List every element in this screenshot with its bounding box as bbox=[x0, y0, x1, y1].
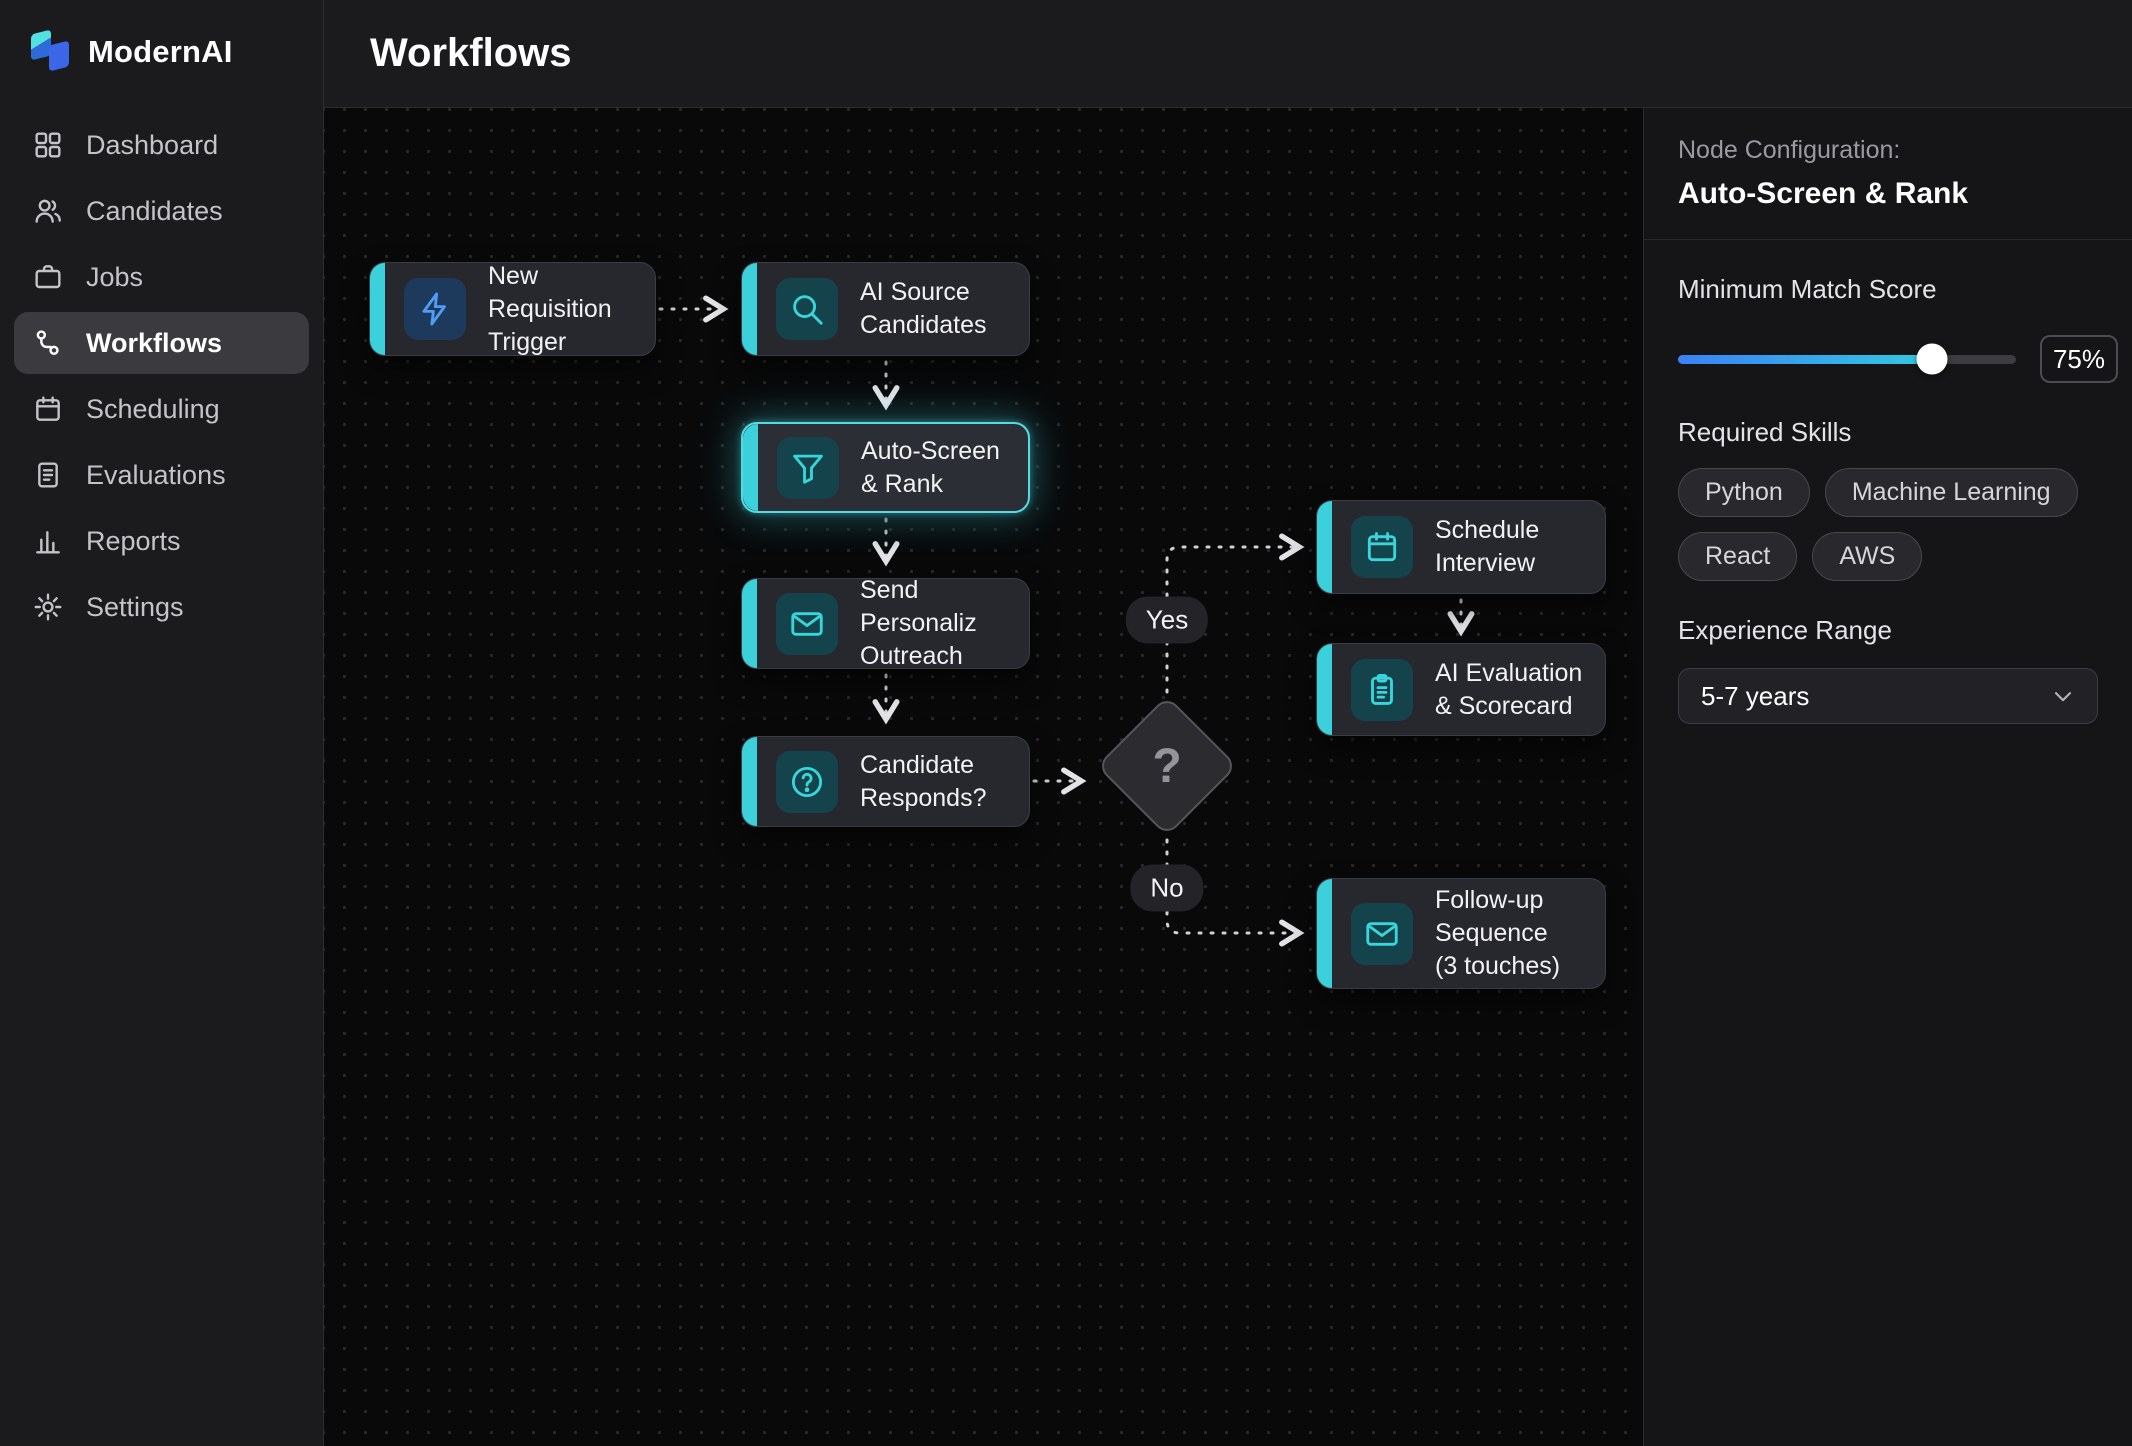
mail-icon bbox=[1366, 921, 1398, 946]
slider-fill bbox=[1678, 354, 1932, 364]
sidebar-item-candidates[interactable]: Candidates bbox=[14, 180, 309, 242]
node-send-personalized-outreach[interactable]: Send Personaliz Outreach bbox=[741, 576, 1030, 670]
node-label: AI Evaluation & Scorecard bbox=[1435, 658, 1583, 720]
sidebar-item-workflows[interactable]: Workflows bbox=[14, 312, 309, 374]
node-accent-bar bbox=[742, 263, 757, 355]
node-auto-screen-rank[interactable]: Auto-Screen & Rank bbox=[741, 422, 1030, 513]
node-label: AI Source Candidates bbox=[860, 278, 987, 339]
candidates-icon bbox=[35, 199, 61, 223]
experience-value: 5-7 years bbox=[1701, 680, 1810, 711]
edge-label-no: No bbox=[1130, 864, 1204, 912]
node-icon-tile bbox=[1351, 516, 1413, 578]
gear-icon bbox=[34, 593, 62, 621]
search-icon bbox=[793, 295, 823, 325]
calendar-icon bbox=[36, 396, 60, 421]
experience-dropdown[interactable]: 5-7 years bbox=[1678, 668, 2098, 724]
sidebar-item-dashboard[interactable]: Dashboard bbox=[14, 114, 309, 176]
node-schedule-interview[interactable]: Schedule Interview bbox=[1316, 500, 1606, 594]
page-header: Workflows bbox=[324, 0, 2132, 108]
sidebar-item-evaluations[interactable]: Evaluations bbox=[14, 444, 309, 506]
skills-chips: Python Machine Learning React AWS bbox=[1678, 468, 2118, 581]
node-label: Follow-up Sequence (3 touches) bbox=[1435, 886, 1561, 980]
node-ai-evaluation-scorecard[interactable]: AI Evaluation & Scorecard bbox=[1316, 643, 1606, 736]
node-icon-tile bbox=[777, 436, 839, 499]
sidebar-item-label: Settings bbox=[86, 591, 184, 622]
workflow-canvas[interactable]: New Requisition Trigger AI Source Candid… bbox=[324, 108, 1643, 1446]
node-icon-tile bbox=[776, 592, 838, 655]
sidebar-item-label: Reports bbox=[86, 525, 181, 556]
mail-icon bbox=[791, 611, 823, 636]
node-accent-bar bbox=[742, 579, 757, 668]
help-circle-icon bbox=[791, 766, 823, 797]
edge-label-yes: Yes bbox=[1125, 596, 1209, 644]
node-accent-bar bbox=[1317, 501, 1332, 593]
match-score-slider[interactable] bbox=[1678, 343, 2016, 375]
chevron-down-icon bbox=[2054, 692, 2072, 702]
node-accent-bar bbox=[1317, 879, 1332, 988]
sidebar-item-reports[interactable]: Reports bbox=[14, 510, 309, 572]
sidebar-item-scheduling[interactable]: Scheduling bbox=[14, 378, 309, 440]
skill-chip-machine-learning[interactable]: Machine Learning bbox=[1824, 468, 2078, 517]
panel-kicker: Node Configuration: bbox=[1678, 136, 1901, 164]
node-icon-tile bbox=[776, 278, 838, 340]
node-config-panel: Node Configuration: Auto-Screen & Rank M… bbox=[1643, 108, 2132, 1446]
node-ai-source-candidates[interactable]: AI Source Candidates bbox=[741, 262, 1030, 356]
lightning-icon bbox=[422, 292, 446, 326]
edge-decision-yes-schedule bbox=[1165, 533, 1305, 694]
node-icon-tile bbox=[1351, 902, 1413, 965]
workflow-edges bbox=[658, 295, 1475, 947]
node-icon-tile bbox=[776, 750, 838, 813]
brand-name: ModernAI bbox=[88, 34, 233, 69]
sidebar-item-label: Workflows bbox=[86, 327, 223, 358]
briefcase-icon bbox=[35, 265, 61, 289]
sidebar-item-jobs[interactable]: Jobs bbox=[14, 246, 309, 308]
node-candidate-responds[interactable]: Candidate Responds? bbox=[741, 736, 1030, 827]
node-label: Send Personaliz Outreach bbox=[860, 576, 977, 670]
dashboard-icon bbox=[35, 132, 61, 158]
node-new-requisition-trigger[interactable]: New Requisition Trigger bbox=[369, 262, 656, 356]
node-label: Candidate Responds? bbox=[860, 750, 987, 812]
skill-chip-react[interactable]: React bbox=[1678, 532, 1798, 581]
brand-logo: ModernAI bbox=[0, 24, 323, 114]
sidebar-item-label: Evaluations bbox=[86, 459, 226, 490]
node-label: Auto-Screen & Rank bbox=[861, 436, 1000, 498]
experience-label: Experience Range bbox=[1678, 615, 1892, 645]
sidebar-nav: Dashboard Candidates Jobs Workflows Sche… bbox=[0, 114, 323, 638]
panel-node-name: Auto-Screen & Rank bbox=[1678, 177, 1969, 210]
skill-chip-aws[interactable]: AWS bbox=[1812, 532, 1923, 581]
sidebar: ModernAI Dashboard Candidates Jobs Workf… bbox=[0, 0, 324, 1446]
page-title: Workflows bbox=[370, 31, 572, 75]
node-accent-bar bbox=[742, 737, 757, 826]
node-icon-tile bbox=[404, 278, 466, 340]
match-score-row: 75% bbox=[1678, 335, 2118, 383]
sidebar-item-settings[interactable]: Settings bbox=[14, 576, 309, 638]
modernai-logo-icon bbox=[28, 29, 72, 74]
sidebar-item-label: Scheduling bbox=[86, 393, 220, 424]
bar-chart-icon bbox=[36, 531, 60, 554]
node-accent-bar bbox=[1317, 644, 1332, 735]
funnel-icon bbox=[793, 454, 823, 484]
match-score-value: 75% bbox=[2040, 335, 2118, 383]
calendar-icon bbox=[1367, 532, 1397, 562]
sidebar-item-label: Jobs bbox=[86, 261, 144, 292]
node-accent-bar bbox=[743, 424, 758, 511]
clipboard-icon bbox=[1371, 673, 1393, 705]
skills-label: Required Skills bbox=[1678, 417, 1852, 447]
node-accent-bar bbox=[370, 263, 385, 355]
sidebar-item-label: Dashboard bbox=[86, 129, 219, 160]
node-icon-tile bbox=[1351, 658, 1413, 721]
node-followup-sequence[interactable]: Follow-up Sequence (3 touches) bbox=[1316, 878, 1606, 989]
slider-thumb[interactable] bbox=[1916, 343, 1947, 375]
document-icon bbox=[38, 462, 58, 488]
skill-chip-python[interactable]: Python bbox=[1678, 468, 1810, 517]
node-label: Schedule Interview bbox=[1435, 516, 1540, 577]
workflow-icon bbox=[36, 330, 59, 355]
match-score-label: Minimum Match Score bbox=[1678, 274, 1937, 304]
node-label: New Requisition Trigger bbox=[488, 261, 612, 356]
panel-divider bbox=[1644, 239, 2132, 240]
sidebar-item-label: Candidates bbox=[86, 195, 223, 226]
